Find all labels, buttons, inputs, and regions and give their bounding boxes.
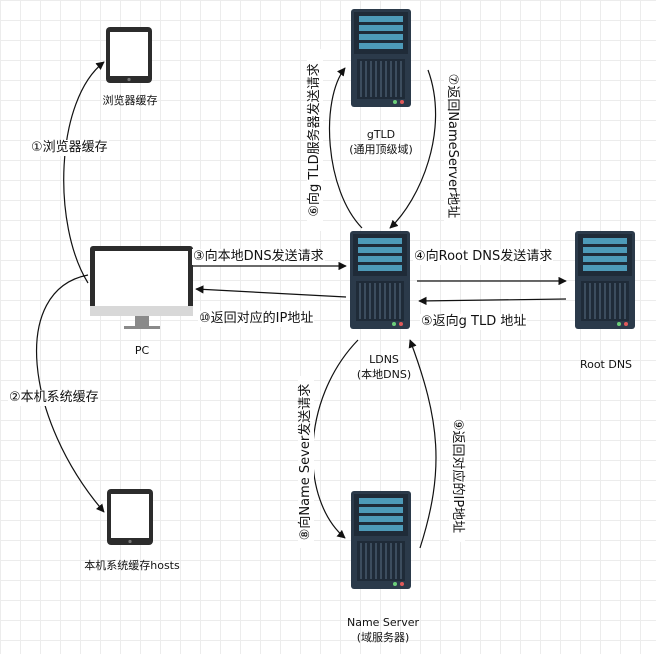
local-cache-label: 本机系统缓存hosts bbox=[84, 559, 180, 572]
gtld-label: gTLD bbox=[366, 128, 396, 141]
browser-cache-label: 浏览器缓存 bbox=[102, 94, 158, 107]
ldns-server-icon bbox=[349, 230, 411, 330]
pc-monitor-icon bbox=[90, 246, 193, 329]
edge-label-e7: ⑦返回NameServer地址 bbox=[444, 70, 460, 222]
root-dns-label: Root DNS bbox=[579, 358, 633, 371]
pc-label: PC bbox=[134, 344, 150, 357]
edge-label-e1: ①浏览器缓存 bbox=[30, 140, 109, 156]
edge-label-e3: ③向本地DNS发送请求 bbox=[192, 249, 325, 265]
edge-label-e6: ⑥向g TLD服务器发送请求 bbox=[307, 49, 323, 231]
gtld-server-icon bbox=[350, 8, 412, 108]
edge-e10-to-pc bbox=[195, 285, 347, 298]
edge-label-e4: ④向Root DNS发送请求 bbox=[413, 249, 554, 265]
edge-e9-to-ldns bbox=[408, 339, 437, 549]
edge-label-e5: ⑤返向g TLD 地址 bbox=[420, 314, 528, 330]
root-dns-server-icon bbox=[574, 230, 636, 330]
name-server-sublabel: (域服务器) bbox=[356, 631, 410, 644]
local-cache-tablet-icon bbox=[107, 489, 153, 545]
edge-e5-to-ldns bbox=[418, 296, 567, 306]
browser-cache-tablet-icon bbox=[106, 27, 152, 83]
edge-label-e8: ⑧向Name Sever发送请求 bbox=[298, 376, 314, 548]
name-server-icon bbox=[350, 490, 412, 590]
edge-e6-to-gtld bbox=[328, 67, 363, 229]
edge-e2-local-cache bbox=[36, 274, 105, 513]
ldns-label: LDNS bbox=[369, 353, 399, 366]
edge-label-e9: ⑨返回对应的IP地址 bbox=[449, 410, 465, 542]
gtld-sublabel: (通用顶级域) bbox=[349, 143, 413, 156]
edge-e7-to-ldns bbox=[389, 69, 437, 229]
edge-label-e10: ⑩返回对应的IP地址 bbox=[198, 311, 315, 327]
edge-e1-browser-cache bbox=[63, 61, 105, 284]
ldns-sublabel: (本地DNS) bbox=[356, 368, 412, 381]
name-server-label: Name Server bbox=[346, 616, 420, 629]
edge-label-e2: ②本机系统缓存 bbox=[8, 390, 100, 406]
